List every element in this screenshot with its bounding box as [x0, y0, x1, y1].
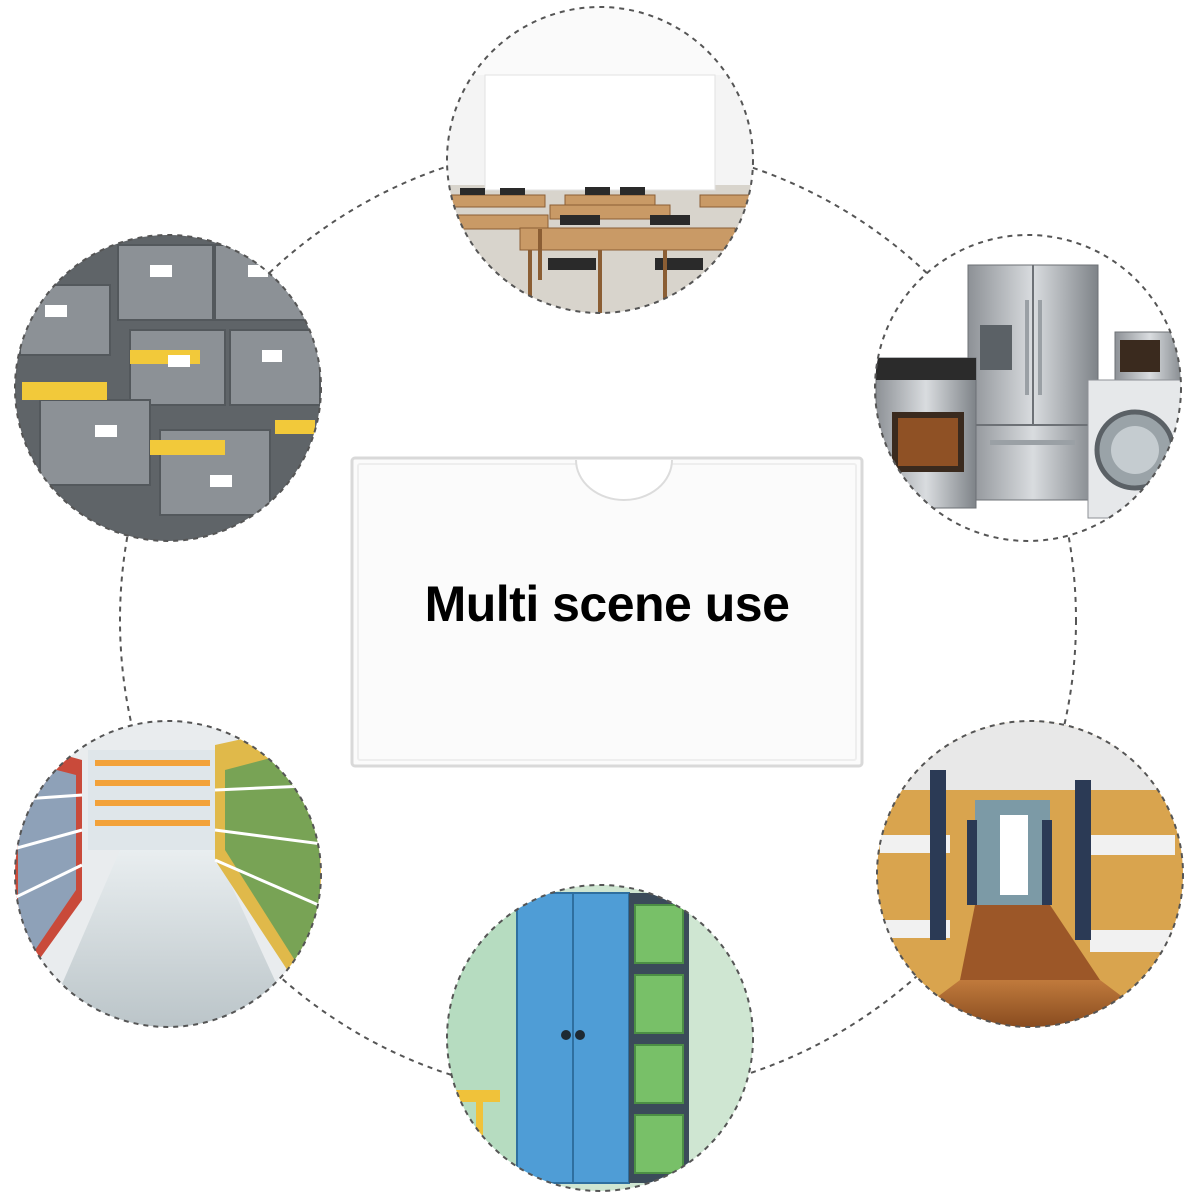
cabinet-scene	[446, 884, 754, 1192]
dormitory-scene	[876, 720, 1184, 1028]
title-text: Multi scene use	[424, 576, 790, 632]
pocket-notch	[575, 459, 673, 501]
supermarket-scene	[14, 720, 322, 1028]
clear-pocket	[350, 456, 864, 768]
file-cabinet-scene	[14, 234, 322, 542]
classroom-scene	[446, 6, 754, 314]
appliances-scene	[874, 234, 1182, 542]
